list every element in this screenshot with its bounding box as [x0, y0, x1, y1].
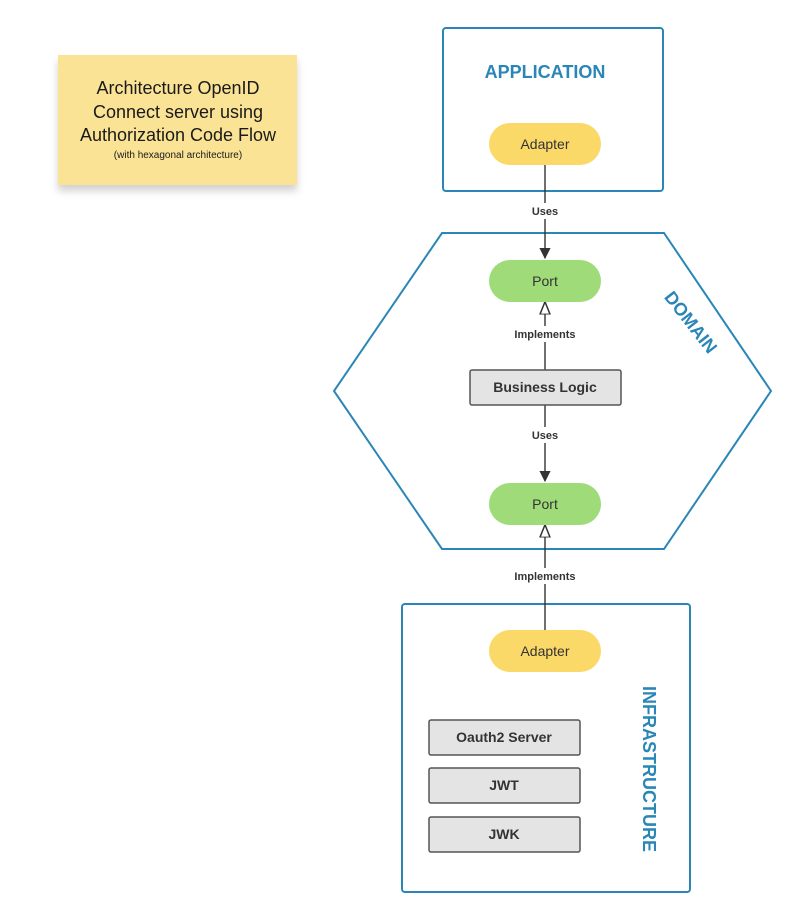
- infrastructure-zone-label: INFRASTRUCTURE: [639, 686, 659, 852]
- application-zone-label: APPLICATION: [485, 62, 606, 82]
- note-title-line-3: Authorization Code Flow: [80, 125, 277, 145]
- implements-label-bg-top: [505, 326, 585, 342]
- port-label-top: Port: [532, 273, 558, 289]
- port-node-top: [489, 260, 601, 302]
- jwk-node: [428, 816, 581, 853]
- jwk-label: JWK: [488, 826, 519, 842]
- title-note: Architecture OpenID Connect server using…: [58, 55, 297, 185]
- oauth2-server-label: Oauth2 Server: [456, 729, 552, 745]
- note-subtitle: (with hexagonal architecture): [114, 150, 242, 161]
- business-logic-node: [469, 369, 622, 406]
- application-zone: [442, 27, 664, 192]
- oauth2-server-node: [428, 719, 581, 756]
- application-adapter-node: [489, 123, 601, 165]
- note-background: [58, 55, 297, 185]
- uses-label-bottom: Uses: [532, 430, 558, 442]
- implements-label-bg-bottom: [505, 568, 585, 584]
- uses-label-bg-bottom: [524, 427, 566, 443]
- infrastructure-adapter-label: Adapter: [520, 643, 569, 659]
- implements-label-top: Implements: [514, 329, 575, 341]
- jwt-node: [428, 767, 581, 804]
- infrastructure-adapter-node: [489, 630, 601, 672]
- application-adapter-label: Adapter: [520, 136, 569, 152]
- uses-label-bg-top: [524, 203, 566, 219]
- note-title-line-1: Architecture OpenID: [96, 78, 259, 98]
- business-logic-label: Business Logic: [493, 379, 597, 395]
- port-label-bottom: Port: [532, 496, 558, 512]
- jwt-label: JWT: [489, 777, 519, 793]
- note-title-line-2: Connect server using: [93, 102, 263, 122]
- implements-label-bottom: Implements: [514, 571, 575, 583]
- port-node-bottom: [489, 483, 601, 525]
- uses-label-top: Uses: [532, 206, 558, 218]
